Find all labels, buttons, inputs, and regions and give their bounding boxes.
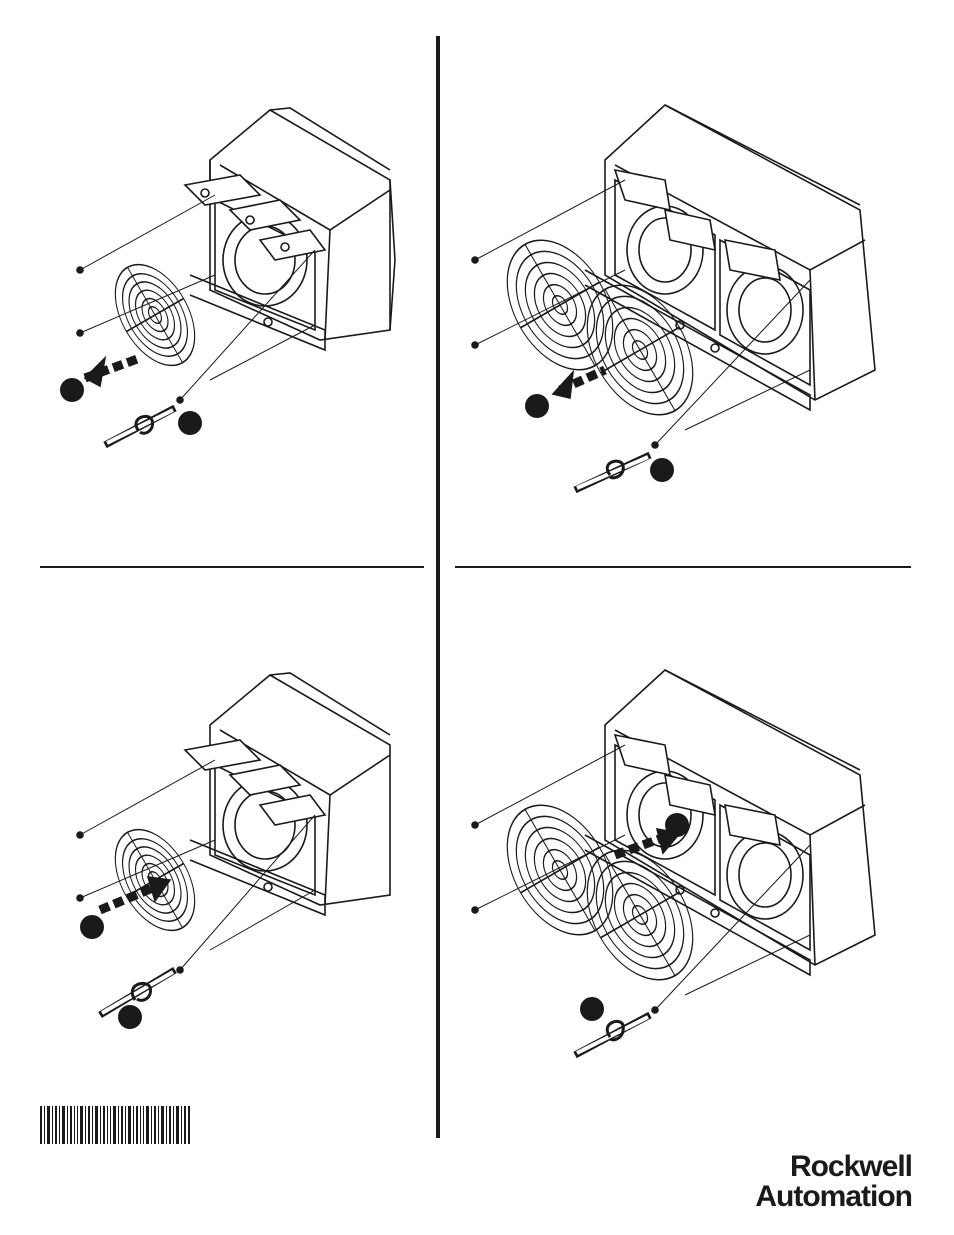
figure-dual-fan-installation [465, 665, 885, 1065]
step-marker-2 [580, 997, 604, 1021]
step-marker-2 [650, 458, 674, 482]
figure-dual-fan-removal [465, 100, 885, 500]
figure-single-fan-removal [60, 100, 400, 460]
step-marker-1 [525, 394, 549, 418]
logo-line-1: Rockwell [755, 1152, 912, 1182]
step-marker-1 [80, 915, 104, 939]
step-marker-1 [665, 813, 689, 837]
step-marker-2 [118, 1005, 142, 1029]
step-marker-2 [178, 411, 202, 435]
step-marker-1 [60, 378, 84, 402]
horizontal-divider-right [455, 566, 911, 568]
barcode [40, 1106, 190, 1144]
logo-line-2: Automation [755, 1182, 912, 1212]
horizontal-divider-left [40, 566, 424, 568]
vertical-divider [436, 36, 440, 1138]
figure-single-fan-installation [60, 665, 400, 1035]
rockwell-automation-logo: Rockwell Automation [755, 1152, 912, 1212]
